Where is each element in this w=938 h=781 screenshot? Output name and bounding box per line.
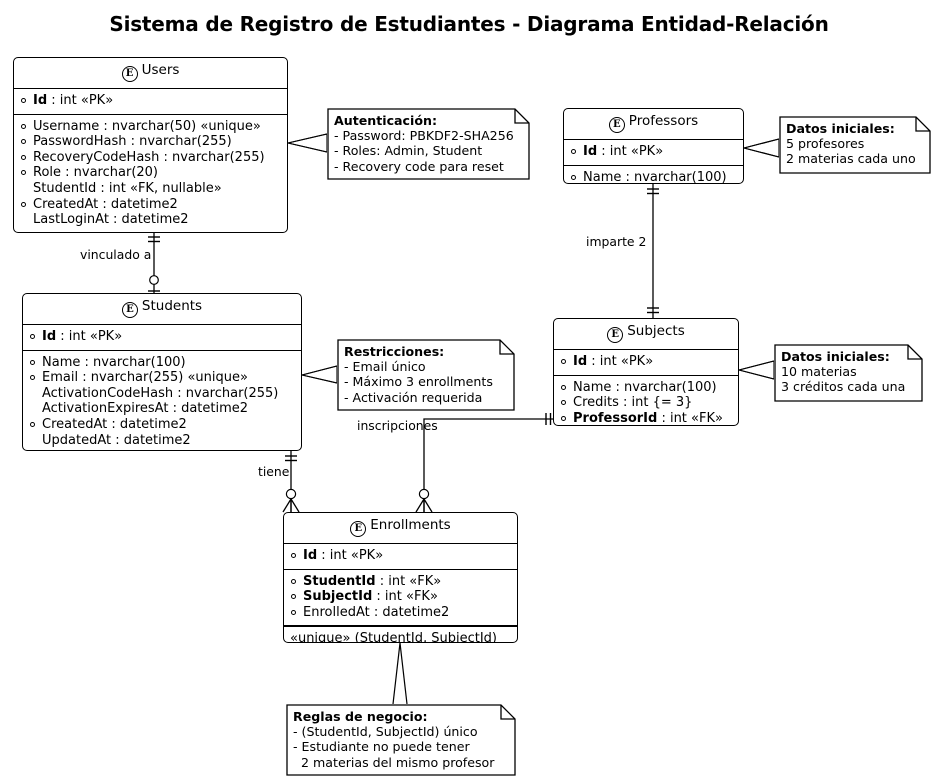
entity-enrollments-key-section: Id : int «PK»: [284, 544, 517, 570]
note-restricciones-body: Restricciones: - Email único - Máximo 3 …: [337, 339, 515, 411]
note-line: - Activación requerida: [344, 389, 483, 405]
entity-subjects-name: Subjects: [627, 323, 685, 339]
entity-students-name: Students: [141, 298, 203, 314]
note-line: - Roles: Admin, Student: [334, 143, 483, 159]
note-line: 5 profesores: [786, 136, 865, 152]
entity-users-name: Users: [141, 62, 180, 78]
attribute-row: CreatedAt : datetime2: [20, 197, 281, 213]
attribute-row: Id : int «PK»: [20, 93, 281, 109]
attribute-row: CreatedAt : datetime2: [29, 417, 295, 433]
entity-users-attr-section: Username : nvarchar(50) «unique» Passwor…: [14, 115, 287, 232]
attribute-row: RecoveryCodeHash : nvarchar(255): [20, 150, 281, 166]
note-restricciones: Restricciones: - Email único - Máximo 3 …: [337, 339, 515, 411]
attribute-row: Name : nvarchar(100): [29, 355, 295, 371]
entity-students-attr-section: Name : nvarchar(100) Email : nvarchar(25…: [23, 351, 301, 450]
entity-students-key-section: Id : int «PK»: [23, 325, 301, 351]
attribute-row: Username : nvarchar(50) «unique»: [20, 119, 281, 135]
note-datos-profesores-body: Datos iniciales: 5 profesores 2 materias…: [779, 116, 931, 174]
relationship-label-imparte-2: imparte 2: [586, 234, 647, 249]
note-line: 2 materias del mismo profesor: [293, 754, 495, 770]
note-reglas-de-negocio: Reglas de negocio: - (StudentId, Subject…: [286, 704, 516, 776]
note-reglas-body: Reglas de negocio: - (StudentId, Subject…: [286, 704, 516, 776]
attribute-row: Name : nvarchar(100): [570, 170, 737, 183]
entity-professors-name: Professors: [628, 113, 699, 129]
attribute-row: Id : int «PK»: [570, 144, 737, 160]
entity-subjects-key-section: Id : int «PK»: [554, 350, 738, 376]
note-line: - Password: PBKDF2-SHA256: [334, 128, 514, 144]
entity-stereotype-icon: E: [121, 302, 138, 318]
relationship-label-inscripciones: inscripciones: [357, 418, 438, 433]
note-frame-icon: [327, 108, 530, 180]
note-line: 10 materias: [781, 364, 857, 380]
relationship-label-vinculado-a: vinculado a: [80, 247, 152, 262]
entity-professors-attr-section: Name : nvarchar(100): [564, 166, 743, 183]
note-line: - Máximo 3 enrollments: [344, 374, 493, 390]
relationship-label-tiene: tiene: [258, 464, 290, 479]
note-title: Datos iniciales:: [786, 121, 895, 136]
entity-enrollments-attr-section: StudentId : int «FK» SubjectId : int «FK…: [284, 570, 517, 627]
note-title: Reglas de negocio:: [293, 709, 428, 724]
note-datos-iniciales-materias: Datos iniciales: 10 materias 3 créditos …: [774, 344, 923, 402]
entity-subjects-attr-section: Name : nvarchar(100) Credits : int {= 3}…: [554, 376, 738, 425]
entity-stereotype-icon: E: [121, 66, 138, 82]
note-line: 2 materias cada uno: [786, 151, 916, 167]
note-line: - Email único: [344, 359, 426, 375]
page-title: Sistema de Registro de Estudiantes - Dia…: [109, 12, 829, 36]
attribute-row: UpdatedAt : datetime2: [42, 432, 191, 448]
attribute-row: Name : nvarchar(100): [560, 380, 732, 396]
entity-enrollments-constraint: «unique» (StudentId, SubjectId): [284, 626, 517, 642]
note-frame-icon: [779, 116, 931, 174]
entity-stereotype-icon: E: [350, 521, 367, 537]
note-line: 3 créditos cada una: [781, 379, 906, 395]
attribute-row: EnrolledAt : datetime2: [290, 605, 511, 621]
attribute-row: Id : int «PK»: [560, 354, 732, 370]
note-line: - Recovery code para reset: [334, 158, 504, 174]
note-title: Restricciones:: [344, 344, 445, 359]
attribute-row: StudentId : int «FK»: [290, 574, 511, 590]
attribute-row: Id : int «PK»: [29, 329, 295, 345]
note-line: - (StudentId, SubjectId) único: [293, 724, 478, 740]
note-datos-materias-body: Datos iniciales: 10 materias 3 créditos …: [774, 344, 923, 402]
attribute-row: Id : int «PK»: [290, 548, 511, 564]
note-line: - Estudiante no puede tener: [293, 739, 470, 755]
note-frame-icon: [774, 344, 923, 402]
attribute-row: Email : nvarchar(255) «unique»: [29, 370, 295, 386]
attribute-row: ActivationExpiresAt : datetime2: [42, 401, 249, 417]
note-frame-icon: [337, 339, 515, 411]
attribute-row: StudentId : int «FK, nullable»: [33, 180, 222, 196]
attribute-row: Role : nvarchar(20): [20, 165, 281, 181]
note-datos-iniciales-profesores: Datos iniciales: 5 profesores 2 materias…: [779, 116, 931, 174]
entity-professors-key-section: Id : int «PK»: [564, 140, 743, 166]
note-title: Datos iniciales:: [781, 349, 890, 364]
attribute-row: PasswordHash : nvarchar(255): [20, 134, 281, 150]
entity-enrollments-name: Enrollments: [370, 517, 451, 533]
note-title: Autenticación:: [334, 113, 437, 128]
attribute-row: LastLoginAt : datetime2: [33, 212, 189, 228]
note-autenticacion: Autenticación: - Password: PBKDF2-SHA256…: [327, 108, 530, 180]
attribute-row: SubjectId : int «FK»: [290, 589, 511, 605]
note-frame-icon: [286, 704, 516, 776]
attribute-row: ProfessorId : int «FK»: [560, 411, 732, 425]
attribute-row: Credits : int {= 3}: [560, 395, 732, 411]
attribute-row: ActivationCodeHash : nvarchar(255): [42, 385, 279, 401]
entity-users-key-section: Id : int «PK»: [14, 89, 287, 115]
entity-stereotype-icon: E: [607, 327, 624, 343]
entity-stereotype-icon: E: [608, 117, 625, 133]
note-autenticacion-body: Autenticación: - Password: PBKDF2-SHA256…: [327, 108, 530, 180]
